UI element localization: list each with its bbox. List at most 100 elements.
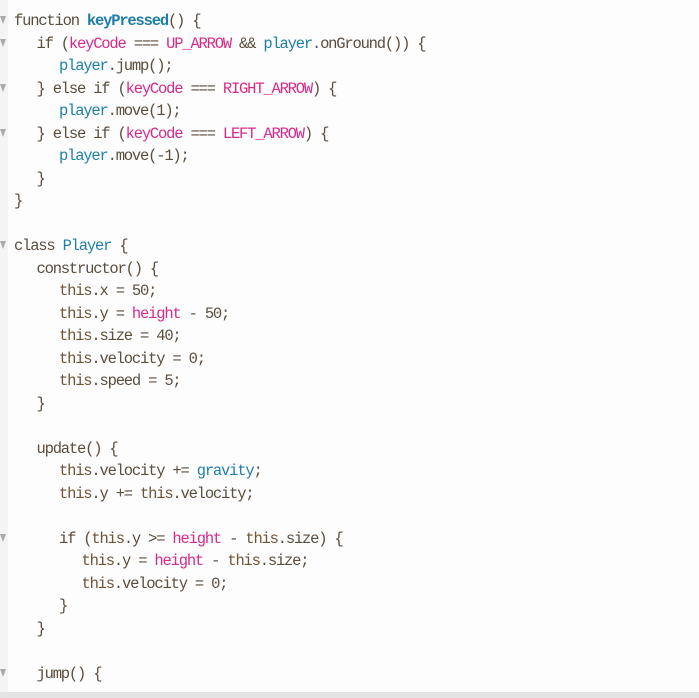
code-token: this — [81, 574, 116, 593]
code-token: .y += — [91, 484, 141, 503]
code-token: player — [59, 102, 109, 120]
code-line[interactable]: } — [14, 393, 699, 416]
code-token: .onGround()) { — [311, 34, 427, 53]
fold-arrow-icon[interactable] — [0, 533, 6, 542]
code-token: height — [154, 552, 204, 570]
code-token: this — [59, 349, 93, 368]
code-token: ) { — [311, 79, 338, 98]
code-token: this — [227, 552, 261, 570]
code-token: if ( — [36, 34, 71, 53]
code-line[interactable]: player.jump(); — [14, 55, 699, 78]
code-token: ) { — [303, 124, 330, 143]
code-token: update() { — [36, 439, 119, 458]
code-token: RIGHT_ARROW — [222, 79, 313, 98]
fold-gutter — [0, 0, 8, 692]
code-line[interactable] — [14, 213, 699, 236]
code-token: this — [140, 484, 174, 503]
fold-arrow-icon[interactable] — [0, 16, 6, 24]
code-line[interactable]: } — [14, 168, 699, 191]
code-line[interactable] — [14, 640, 699, 663]
code-token: .x = 50; — [91, 282, 157, 300]
code-line[interactable]: } else if (keyCode === LEFT_ARROW) { — [0, 123, 699, 146]
code-line[interactable] — [14, 415, 699, 438]
code-token: Player — [62, 237, 113, 255]
code-line[interactable]: this.speed = 5; — [14, 370, 699, 393]
code-token: constructor() { — [36, 259, 160, 278]
code-token: - 50; — [180, 304, 231, 323]
code-token: height — [131, 304, 182, 323]
code-line[interactable]: this.y = height - 50; — [14, 303, 699, 326]
code-token: this — [59, 282, 93, 300]
code-token: .size) { — [277, 529, 344, 548]
code-token: - — [221, 529, 246, 548]
code-line[interactable]: this.velocity = 0; — [14, 348, 699, 371]
code-line[interactable]: player.move(-1); — [14, 145, 699, 168]
code-token: keyPressed — [86, 12, 169, 30]
code-token: === — [182, 79, 223, 98]
code-line[interactable]: this.y += this.velocity; — [14, 483, 699, 506]
code-token: LEFT_ARROW — [222, 124, 305, 143]
code-token: keyCode — [68, 34, 127, 53]
code-line[interactable]: function keyPressed() { — [0, 10, 699, 33]
code-token: function — [14, 12, 87, 30]
code-token: .velocity = 0; — [91, 349, 206, 368]
code-token: keyCode — [125, 124, 184, 143]
code-token: player — [59, 147, 109, 165]
horizontal-scrollbar[interactable] — [0, 692, 699, 698]
code-token: jump() { — [36, 664, 103, 683]
fold-arrow-icon[interactable] — [0, 83, 6, 92]
code-token: } — [36, 394, 46, 413]
code-token: gravity — [196, 462, 255, 480]
code-token: .jump(); — [107, 57, 174, 75]
code-line[interactable]: jump() { — [0, 663, 699, 686]
code-line[interactable]: update() { — [14, 438, 699, 461]
code-token: .move(-1); — [107, 147, 190, 165]
code-token: .y = — [113, 552, 155, 570]
code-token: .size = 40; — [91, 327, 181, 345]
code-line[interactable]: this.velocity += gravity; — [14, 460, 699, 483]
code-token: .speed = 5; — [91, 372, 181, 390]
code-line[interactable]: } else if (keyCode === RIGHT_ARROW) { — [0, 78, 699, 101]
code-token: - — [203, 552, 228, 570]
code-token: === — [125, 34, 167, 53]
code-line[interactable]: } — [14, 190, 699, 213]
code-token: .velocity += — [91, 462, 197, 480]
fold-arrow-icon[interactable] — [0, 241, 6, 249]
code-token: if ( — [59, 529, 93, 548]
code-line[interactable]: constructor() { — [14, 258, 699, 281]
code-token: .size; — [259, 552, 310, 570]
code-token: this — [245, 529, 279, 548]
fold-arrow-icon[interactable] — [0, 128, 6, 137]
code-token: } else if ( — [36, 79, 127, 98]
code-line[interactable]: } — [14, 618, 699, 641]
code-token: UP_ARROW — [166, 34, 232, 53]
code-editor[interactable]: function keyPressed() {if (keyCode === U… — [0, 10, 699, 686]
code-line[interactable] — [14, 505, 699, 528]
code-token: this — [91, 529, 125, 548]
code-token: height — [172, 529, 222, 548]
code-token: } — [36, 169, 46, 188]
fold-arrow-icon[interactable] — [0, 668, 6, 677]
code-line[interactable]: player.move(1); — [14, 100, 699, 123]
code-token: player — [263, 34, 313, 53]
code-line[interactable]: this.y = height - this.size; — [14, 550, 699, 573]
code-token: .velocity = 0; — [113, 574, 229, 593]
code-token: .velocity; — [172, 484, 254, 503]
code-line[interactable]: this.x = 50; — [14, 280, 699, 303]
code-token: this — [59, 372, 93, 390]
code-line[interactable]: if (this.y >= height - this.size) { — [0, 528, 699, 551]
code-token: && — [230, 34, 264, 53]
code-token: .move(1); — [107, 102, 182, 120]
code-token: { — [111, 237, 128, 255]
code-token: this — [59, 327, 93, 345]
code-line[interactable]: if (keyCode === UP_ARROW && player.onGro… — [0, 33, 699, 56]
code-line[interactable]: class Player { — [0, 235, 699, 258]
code-token: } else if ( — [36, 124, 127, 143]
code-token: this — [59, 484, 93, 503]
fold-arrow-icon[interactable] — [0, 38, 6, 47]
code-token: .y >= — [123, 529, 173, 548]
code-token: class — [14, 237, 63, 255]
code-line[interactable]: this.velocity = 0; — [14, 573, 699, 596]
code-line[interactable]: } — [14, 595, 699, 618]
code-line[interactable]: this.size = 40; — [14, 325, 699, 348]
